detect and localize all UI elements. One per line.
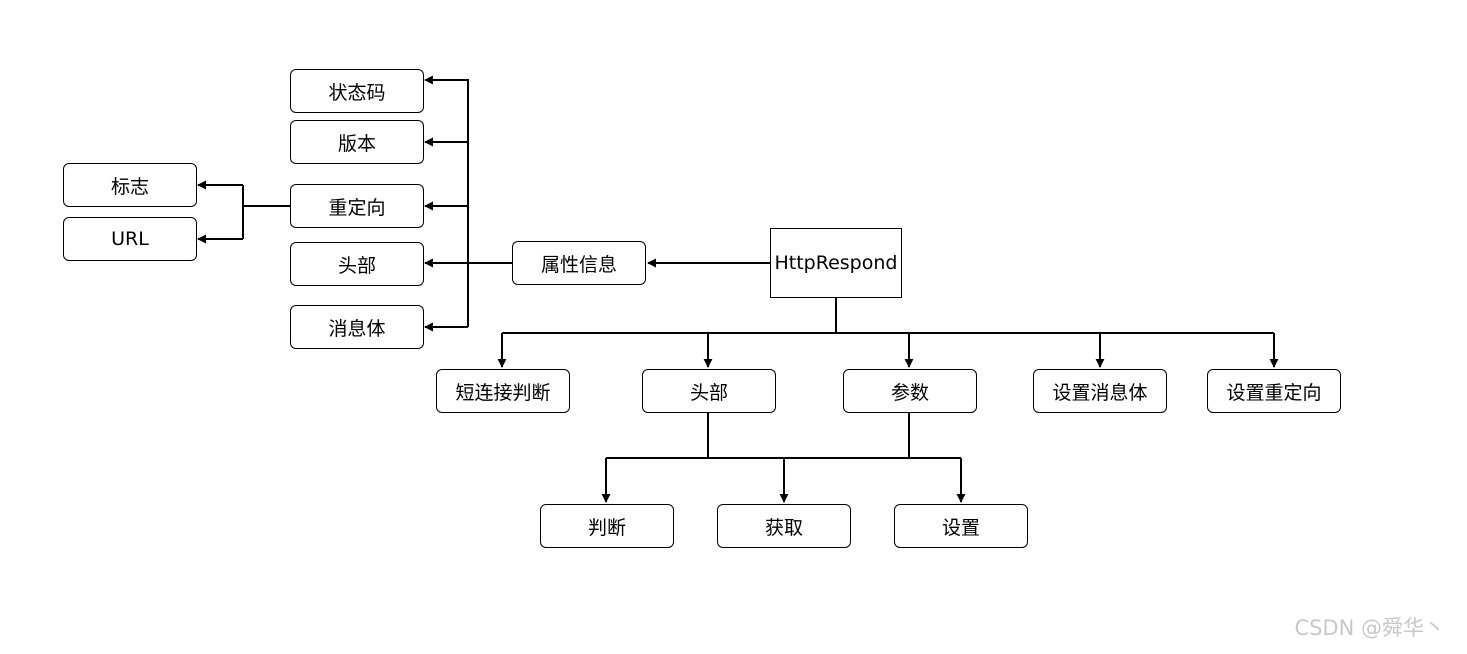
node-status-code: 状态码 (290, 69, 424, 113)
node-header-attr: 头部 (290, 242, 424, 286)
watermark: CSDN @舜华丶 (1294, 616, 1445, 640)
node-judge: 判断 (540, 504, 674, 548)
node-params: 参数 (843, 369, 977, 413)
node-header-method: 头部 (642, 369, 776, 413)
node-redirect: 重定向 (290, 184, 424, 228)
node-body-attr: 消息体 (290, 305, 424, 349)
node-short-conn: 短连接判断 (436, 369, 570, 413)
node-get: 获取 (717, 504, 851, 548)
node-version: 版本 (290, 120, 424, 164)
node-url: URL (63, 217, 197, 261)
node-http-respond: HttpRespond (770, 228, 902, 298)
node-set: 设置 (894, 504, 1028, 548)
node-flag: 标志 (63, 163, 197, 207)
node-set-redirect: 设置重定向 (1207, 369, 1341, 413)
node-attr-info: 属性信息 (512, 241, 646, 285)
node-set-body: 设置消息体 (1033, 369, 1167, 413)
